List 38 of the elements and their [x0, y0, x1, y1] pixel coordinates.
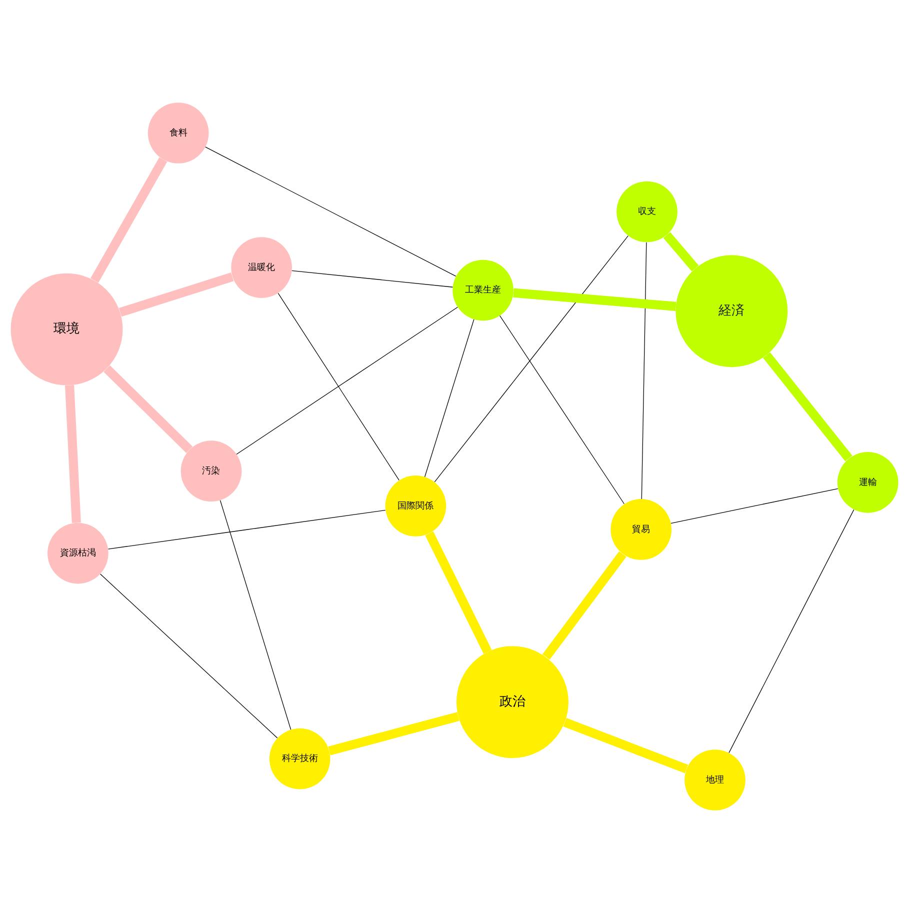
- connector: [104, 365, 193, 453]
- connector: [663, 232, 699, 272]
- connector: [118, 272, 234, 317]
- node-circle: 温暖化: [231, 237, 292, 298]
- node-circle: 収支: [616, 181, 678, 242]
- node-circle: 地理: [684, 750, 746, 810]
- connector: [100, 574, 278, 738]
- node-circle: 工業生産: [452, 260, 514, 321]
- connector: [90, 157, 168, 283]
- node-circle: 運輸: [837, 452, 898, 513]
- connector: [425, 531, 492, 654]
- node-circle: 国際関係: [385, 476, 446, 536]
- node-circle: 経済: [676, 255, 788, 368]
- connector: [220, 500, 292, 730]
- connector: [563, 718, 688, 774]
- connector: [763, 352, 852, 462]
- node-circle: 汚染: [180, 440, 242, 502]
- connector: [236, 306, 458, 455]
- connector: [328, 712, 460, 756]
- node-circle: 食料: [148, 102, 209, 164]
- connector: [670, 488, 838, 524]
- connector: [513, 288, 676, 311]
- node-circle: 政治: [456, 646, 568, 758]
- connector: [434, 235, 628, 482]
- connector: [292, 270, 454, 288]
- connector: [500, 315, 624, 504]
- connector: [424, 319, 474, 478]
- node-circle: 貿易: [610, 499, 672, 560]
- connector: [65, 385, 81, 524]
- node-circle: 科学技術: [269, 728, 330, 790]
- connector: [542, 551, 626, 660]
- node-circle: 環境: [10, 273, 123, 386]
- connector: [641, 242, 647, 500]
- node-circle: 資源枯渇: [48, 522, 108, 584]
- connector: [728, 509, 854, 754]
- connector: [108, 510, 386, 550]
- connector: [205, 146, 456, 277]
- connector: [278, 292, 400, 481]
